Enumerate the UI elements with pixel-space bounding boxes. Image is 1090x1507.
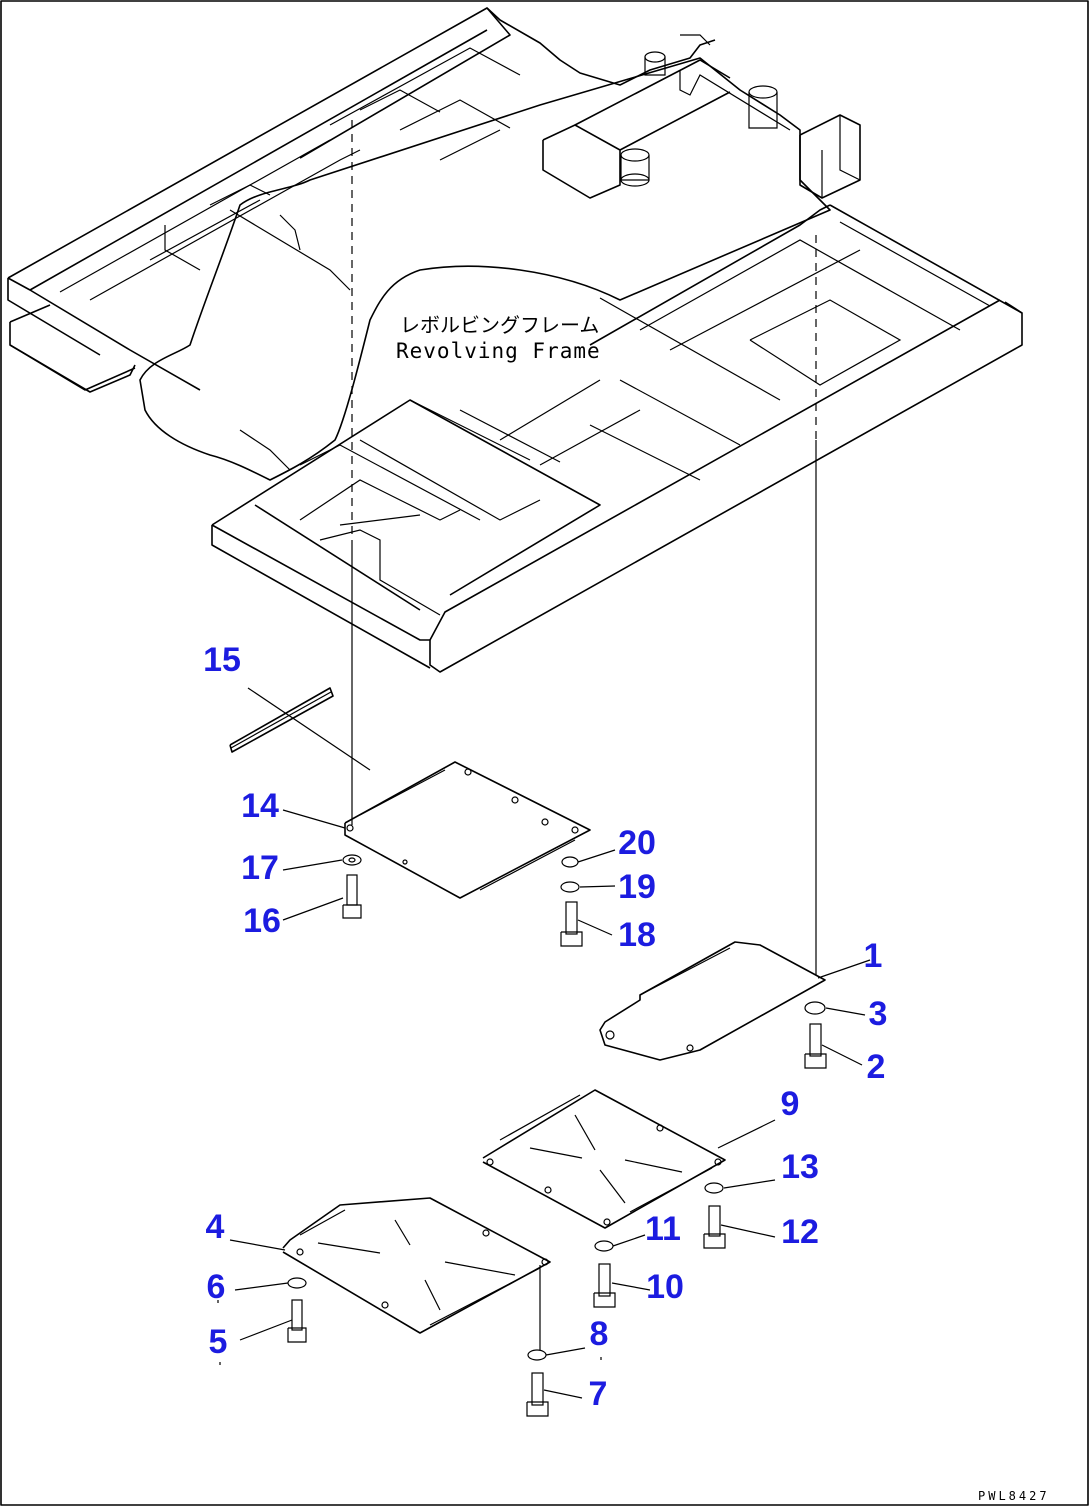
cover-plate-1 [599, 941, 826, 1061]
bolt-16 [342, 874, 362, 919]
frame-label-jp: レボルビングフレーム [400, 313, 599, 337]
washer-6 [287, 1277, 307, 1289]
part-number-2[interactable]: 2 [867, 1048, 886, 1086]
washer-8 [527, 1349, 547, 1361]
bolt-2 [804, 1023, 827, 1069]
pin-boss-left [620, 148, 650, 187]
part-number-10[interactable]: 10 [646, 1268, 684, 1306]
part-number-20[interactable]: 20 [618, 824, 656, 862]
pin-boss-top [644, 51, 666, 76]
bolts [287, 874, 827, 1417]
bolt-12 [703, 1205, 726, 1249]
bolt-5 [287, 1299, 307, 1343]
part-number-16[interactable]: 16 [243, 902, 281, 940]
part-number-6[interactable]: 6 [207, 1268, 226, 1306]
drawing-code: PWL8427 [978, 1489, 1050, 1503]
part-number-4[interactable]: 4 [206, 1208, 225, 1246]
bolt-10 [593, 1263, 616, 1308]
part-number-14[interactable]: 14 [241, 787, 279, 825]
revolving-frame [7, 7, 1023, 673]
part-number-7[interactable]: 7 [589, 1375, 608, 1413]
washer-11 [594, 1240, 614, 1252]
washer-3 [804, 1001, 826, 1015]
part-number-17[interactable]: 17 [241, 849, 279, 887]
part-number-12[interactable]: 12 [781, 1213, 819, 1251]
washer-19 [560, 881, 580, 893]
bolt-18 [560, 901, 583, 947]
cover-plate-4 [282, 1197, 551, 1334]
part-number-8[interactable]: 8 [590, 1315, 609, 1353]
seal-strip [229, 687, 334, 753]
washer-13 [704, 1182, 724, 1194]
part-number-9[interactable]: 9 [781, 1085, 800, 1123]
bolt-7 [526, 1372, 549, 1417]
tick-marks [217, 1300, 602, 1365]
part-number-labels: 1 2 3 4 5 6 7 8 9 10 11 12 13 14 15 16 1… [203, 641, 887, 1413]
part-number-13[interactable]: 13 [781, 1148, 819, 1186]
part-number-11[interactable]: 11 [645, 1210, 681, 1248]
pin-boss-right [748, 85, 778, 129]
part-number-19[interactable]: 19 [618, 868, 656, 906]
part-number-18[interactable]: 18 [618, 916, 656, 954]
frame-label-en: Revolving Frame [396, 339, 601, 363]
washer-20 [561, 856, 579, 868]
washer-17 [342, 854, 362, 866]
part-number-15[interactable]: 15 [203, 641, 241, 679]
washers [287, 854, 826, 1361]
cover-plate-9 [482, 1089, 726, 1229]
cover-plate-14 [344, 761, 591, 899]
part-number-5[interactable]: 5 [209, 1323, 228, 1361]
leader-lines [229, 687, 871, 1399]
part-number-3[interactable]: 3 [869, 995, 888, 1033]
part-number-1[interactable]: 1 [864, 937, 883, 975]
